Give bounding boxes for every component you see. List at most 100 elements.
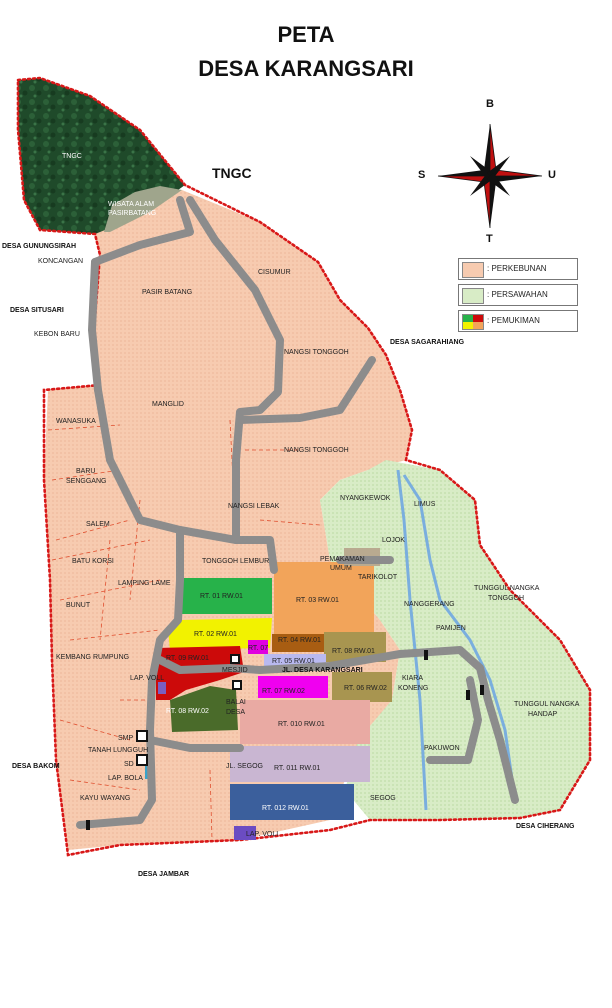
label-bakom: DESA BAKOM: [12, 763, 60, 770]
label-rt09: RT. 09 RW.01: [166, 655, 209, 662]
lap-voli1-block: [158, 682, 166, 694]
label-koncangan: KONCANGAN: [38, 258, 83, 265]
label-situsari: DESA SITUSARI: [10, 307, 64, 314]
label-rt07b: RT. 07 RW.02: [262, 688, 305, 695]
compass-north-label: B: [486, 98, 494, 110]
label-koneng: KONENG: [398, 685, 428, 692]
label-lamping-lame: LAMPING LAME: [118, 580, 171, 587]
rt07a-block: [248, 640, 268, 654]
wisata-alam-area: [104, 186, 182, 232]
label-kebon-baru: KEBON BARU: [34, 331, 80, 338]
label-ciherang: DESA CIHERANG: [516, 823, 575, 830]
rt012-block: [230, 784, 354, 820]
legend-pemukiman-text: : PEMUKIMAN: [487, 316, 540, 325]
label-jl-segog: JL. SEGOG: [226, 763, 263, 770]
label-rt010: RT. 010 RW.01: [278, 721, 325, 728]
label-pamijen: PAMIJEN: [436, 625, 466, 632]
label-rt08rw01: RT. 08 RW.01: [332, 648, 375, 655]
label-bunut: BUNUT: [66, 602, 91, 609]
map-title-line1: PETA: [277, 22, 335, 47]
balai-desa-icon: [232, 680, 242, 690]
label-lojok: LOJOK: [382, 537, 405, 544]
label-mesjid: MESJID: [222, 667, 248, 674]
rt01-block: [180, 578, 272, 614]
label-lap-bola: LAP. BOLA: [108, 775, 143, 782]
label-rt02: RT. 02 RW.01: [194, 631, 237, 638]
label-tarikolot: TARIKOLOT: [358, 574, 398, 581]
rt010-block: [240, 700, 370, 744]
lap-voli2-block: [234, 826, 256, 840]
label-manglid: MANGLID: [152, 401, 184, 408]
label-smp: SMP: [118, 735, 134, 742]
label-rt01: RT. 01 RW.01: [200, 593, 243, 600]
label-limus: LIMUS: [414, 501, 436, 508]
label-rt08rw02: RT. 08 RW.02: [166, 708, 209, 715]
map-title-line2: DESA KARANGSARI: [198, 56, 414, 81]
label-wisata: WISATA ALAM: [108, 201, 154, 208]
label-segog: SEGOG: [370, 795, 396, 802]
label-kiara: KIARA: [402, 675, 423, 682]
label-tonggoh-lembur: TONGGOH LEMBUR: [202, 558, 269, 565]
legend-persawahan-text: : PERSAWAHAN: [487, 290, 548, 299]
label-batu-korsi: BATU KORSI: [72, 558, 114, 565]
sd-icon: [136, 754, 148, 766]
label-lap-voli-2: LAP. VOLI: [246, 831, 278, 838]
compass-rose-icon: [437, 123, 543, 229]
label-rt011: RT. 011 RW.01: [274, 765, 320, 772]
label-pemakaman: PEMAKAMAN: [320, 556, 365, 563]
road-markers: [86, 650, 484, 830]
label-lap-voli-1: LAP. VOLL: [130, 675, 164, 682]
label-tunggul-1: TUNGGUL NANGKA: [474, 585, 540, 592]
label-pakuwon: PAKUWON: [424, 745, 460, 752]
label-rt05: RT. 05 RW.01: [272, 658, 315, 665]
label-handap: HANDAP: [528, 711, 558, 718]
label-wanasuka: WANASUKA: [56, 418, 96, 425]
label-baru: BARU: [76, 468, 95, 475]
mesjid-icon: [230, 654, 240, 664]
label-tunggul-2: TUNGGUL NANGKA: [514, 701, 580, 708]
label-nanggerang: NANGGERANG: [404, 601, 455, 608]
label-tanah-lungguh: TANAH LUNGGUH: [88, 747, 148, 754]
label-rt012: RT. 012 RW.01: [262, 805, 309, 812]
legend-persawahan: : PERSAWAHAN: [458, 284, 578, 306]
label-sagarahiang: DESA SAGARAHIANG: [390, 339, 465, 346]
label-gunungsirah: DESA GUNUNGSIRAH: [2, 243, 76, 250]
label-balai: BALAI: [226, 699, 246, 706]
smp-icon: [136, 730, 148, 742]
label-sd: SD: [124, 761, 134, 768]
legend-perkebunan-text: : PERKEBUNAN: [487, 264, 547, 273]
rt011-block: [230, 746, 370, 782]
label-nangsi-lebak: NANGSI LEBAK: [228, 503, 280, 510]
label-jambar: DESA JAMBAR: [138, 871, 189, 878]
legend-pemukiman: : PEMUKIMAN: [458, 310, 578, 332]
label-nangsi-2: NANGSI TONGGOH: [284, 447, 349, 454]
label-tngc-forest: TNGC: [62, 153, 82, 160]
label-rt07a: RT. 07: [248, 645, 268, 652]
label-tonggoh: TONGGOH: [488, 595, 524, 602]
roads: [76, 196, 519, 829]
label-desa-balai: DESA: [226, 709, 245, 716]
legend-perkebunan-swatch: [462, 262, 484, 278]
legend-pemukiman-swatch: [462, 314, 484, 330]
rt07b-block: [258, 676, 328, 698]
label-rt04: RT. 04 RW.01: [278, 637, 321, 644]
label-rt06rw02: RT. 06 RW.02: [344, 685, 387, 692]
rt02-block: [168, 618, 272, 650]
label-cisumur: CISUMUR: [258, 269, 291, 276]
label-rt03: RT. 03 RW.01: [296, 597, 339, 604]
rt06rw02-block: [332, 672, 392, 702]
compass-east-label: U: [548, 169, 556, 181]
legend-persawahan-swatch: [462, 288, 484, 304]
label-kembang: KEMBANG RUMPUNG: [56, 654, 129, 661]
rt03-block: [274, 562, 374, 634]
label-umum: UMUM: [330, 565, 352, 572]
label-pasir-batang: PASIR BATANG: [142, 289, 192, 296]
compass-west-label: S: [418, 169, 425, 181]
legend-perkebunan: : PERKEBUNAN: [458, 258, 578, 280]
label-senggang: SENGGANG: [66, 478, 106, 485]
label-tngc-big: TNGC: [212, 165, 252, 181]
label-kayu-wayang: KAYU WAYANG: [80, 795, 130, 802]
persawahan-area: [320, 460, 590, 820]
rt08rw02-block: [170, 686, 238, 732]
